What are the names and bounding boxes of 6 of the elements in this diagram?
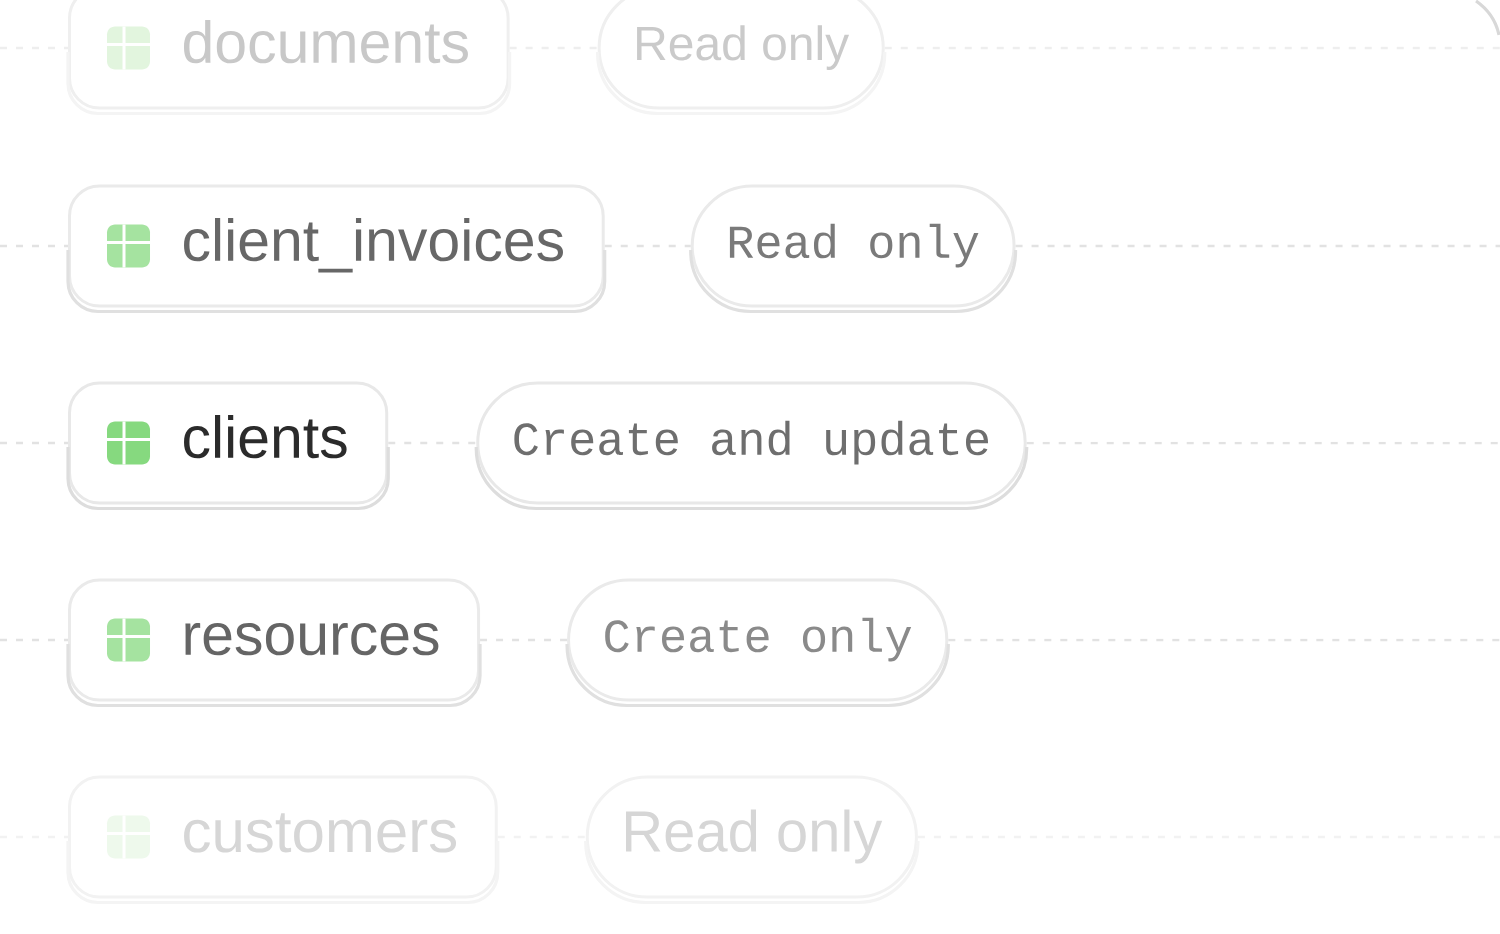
permission-tag: Create only [565, 578, 950, 708]
table-tag: clients [66, 381, 390, 511]
permission-tag: Read only [689, 184, 1018, 314]
table-tag: resources [66, 578, 482, 708]
table-tag: client_invoices [66, 184, 607, 314]
permission-tag: Create and update [474, 381, 1029, 511]
